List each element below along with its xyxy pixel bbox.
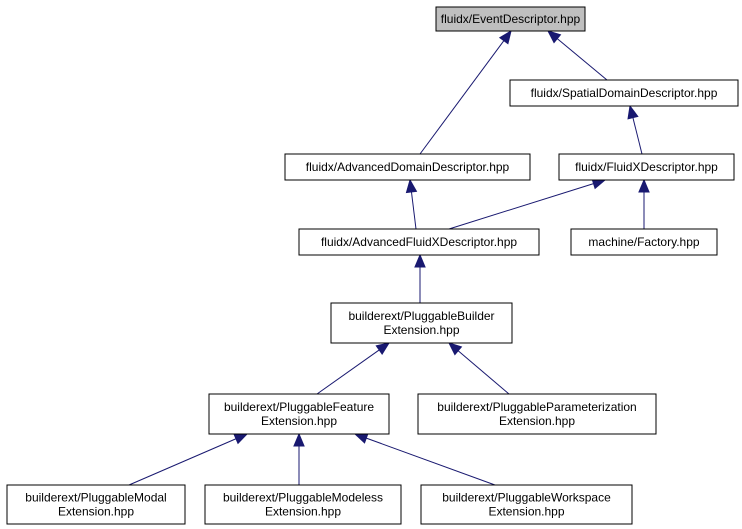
arrowhead-icon <box>498 29 512 45</box>
node-label-line: builderext/PluggableParameterization <box>437 400 636 414</box>
arrowhead-icon <box>448 342 463 356</box>
arrowhead-icon <box>414 253 426 268</box>
edge-line <box>448 183 594 230</box>
node-label-line: builderext/PluggableFeature <box>224 400 374 414</box>
node-box <box>420 484 633 525</box>
edge-workspace-to-feature <box>353 432 496 486</box>
arrowhead-icon <box>405 178 418 194</box>
node-advdomain[interactable]: fluidx/AdvancedDomainDescriptor.hpp <box>284 153 531 181</box>
node-box <box>509 79 739 107</box>
edge-advdomain-to-event <box>419 29 512 155</box>
edge-fluidxdesc-to-spatial <box>627 104 643 155</box>
arrowhead-icon <box>293 432 305 447</box>
node-box <box>570 228 718 256</box>
node-box <box>558 153 735 181</box>
node-label-line: builderext/PluggableBuilder <box>348 309 494 323</box>
node-fluidxdesc[interactable]: fluidx/FluidXDescriptor.hpp <box>558 153 735 181</box>
node-label-line: machine/Factory.hpp <box>588 235 699 249</box>
node-label-line: Extension.hpp <box>58 505 134 519</box>
node-workspace[interactable]: builderext/PluggableWorkspaceExtension.h… <box>420 484 633 525</box>
edge-modal-to-feature <box>128 433 249 486</box>
node-label-line: builderext/PluggableModeless <box>223 491 383 505</box>
edge-line <box>632 117 643 155</box>
node-label-line: Extension.hpp <box>488 505 564 519</box>
edge-line <box>457 350 510 395</box>
node-param[interactable]: builderext/PluggableParameterizationExte… <box>417 393 657 435</box>
node-label-line: builderext/PluggableModal <box>25 491 166 505</box>
node-box <box>204 484 402 525</box>
node-label-line: builderext/PluggableWorkspace <box>442 491 611 505</box>
nodes-layer: fluidx/EventDescriptor.hpp fluidx/Spatial… <box>6 6 739 525</box>
node-box <box>435 6 586 32</box>
edge-line <box>410 191 417 230</box>
edge-spatial-to-event <box>547 30 608 81</box>
node-advfluidx[interactable]: fluidx/AdvancedFluidXDescriptor.hpp <box>298 228 540 256</box>
arrowhead-icon <box>638 178 650 193</box>
node-label-line: fluidx/AdvancedDomainDescriptor.hpp <box>306 160 510 174</box>
edge-modeless-to-feature <box>293 432 305 485</box>
node-spatial[interactable]: fluidx/SpatialDomainDescriptor.hpp <box>509 79 739 107</box>
node-box <box>6 484 186 525</box>
node-label-line: fluidx/AdvancedFluidXDescriptor.hpp <box>321 235 517 249</box>
node-label-line: fluidx/SpatialDomainDescriptor.hpp <box>531 86 718 100</box>
arrowhead-icon <box>375 342 391 355</box>
edge-builder-to-advfluidx <box>414 253 426 303</box>
node-box <box>298 228 540 256</box>
arrowhead-icon <box>547 30 562 44</box>
arrowhead-icon <box>627 104 639 120</box>
edge-advfluidx-to-advdomain <box>405 178 418 230</box>
node-label-line: Extension.hpp <box>265 505 341 519</box>
edge-line <box>128 438 237 486</box>
node-label-line: fluidx/FluidXDescriptor.hpp <box>575 160 718 174</box>
edge-line <box>556 38 608 81</box>
edge-advfluidx-to-fluidxdesc <box>448 178 607 230</box>
node-box <box>284 153 531 181</box>
edge-factory-to-fluidxdesc <box>638 178 650 229</box>
node-event: fluidx/EventDescriptor.hpp <box>435 6 586 32</box>
node-modeless[interactable]: builderext/PluggableModelessExtension.hp… <box>204 484 402 525</box>
node-box <box>208 393 390 435</box>
arrowhead-icon <box>353 432 369 444</box>
node-label-line: fluidx/EventDescriptor.hpp <box>441 12 581 26</box>
edges-layer <box>128 29 650 486</box>
edge-line <box>419 40 505 155</box>
edge-line <box>316 349 380 395</box>
node-label-line: Extension.hpp <box>261 414 337 428</box>
edge-param-to-builder <box>448 342 510 395</box>
node-label-line: Extension.hpp <box>383 323 459 337</box>
arrowhead-icon <box>233 433 249 445</box>
node-box <box>330 302 513 344</box>
edge-feature-to-builder <box>316 342 391 395</box>
edge-line <box>366 437 496 486</box>
node-label-line: Extension.hpp <box>499 414 575 428</box>
node-factory[interactable]: machine/Factory.hpp <box>570 228 718 256</box>
node-box <box>417 393 657 435</box>
